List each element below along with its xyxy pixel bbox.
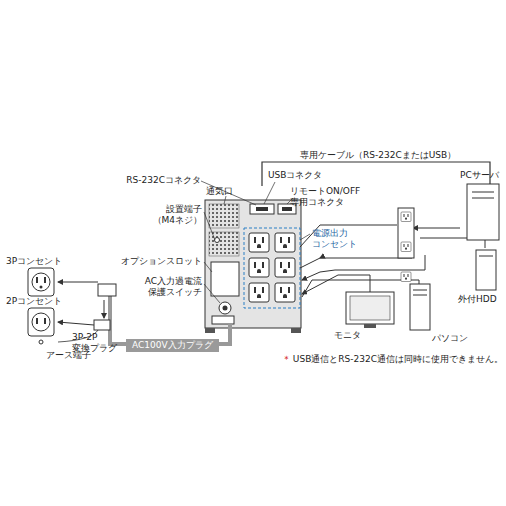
- part-label: オプションスロット: [121, 256, 202, 267]
- outlet-label: 3Pコンセント: [6, 256, 62, 267]
- note-text: USB通信とRS-232C通信は同時に使用できません。: [293, 354, 503, 365]
- part-label: 3P-2P 変換プラグ: [72, 332, 117, 354]
- part-label: 設置端子 （M4ネジ）: [153, 204, 202, 226]
- plug-band: AC100V入力プラグ: [126, 339, 219, 352]
- device-label: パソコン: [432, 333, 468, 344]
- device-label: モニタ: [334, 330, 361, 341]
- part-label: USBコネクタ: [268, 170, 322, 181]
- part-label: 通気口: [206, 186, 233, 197]
- part-label: リモートON/OFF 専用コネクタ: [290, 186, 360, 208]
- part-label: 電源出力 コンセント: [312, 228, 357, 250]
- band-text: AC100V入力プラグ: [132, 340, 219, 351]
- part-label: RS-232Cコネクタ: [126, 175, 201, 186]
- device-label: PCサーバ: [460, 170, 499, 181]
- cable-label: 専用ケーブル（RS-232CまたはUSB）: [300, 150, 456, 161]
- device-label: 外付HDD: [458, 294, 497, 305]
- part-label: AC入力過電流 保護スイッチ: [145, 276, 202, 298]
- note-mark: ＊: [282, 354, 291, 365]
- outlet-label: 2Pコンセント: [6, 296, 62, 307]
